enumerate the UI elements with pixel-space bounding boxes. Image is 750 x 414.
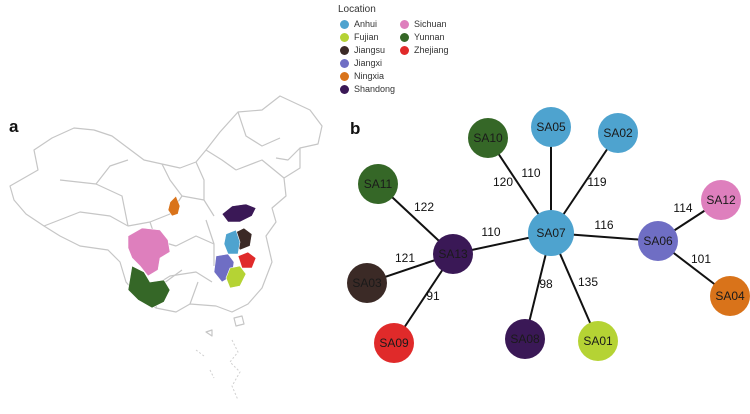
node-sa06 <box>638 221 678 261</box>
province-ningxia <box>167 195 181 217</box>
legend-swatch <box>340 58 349 68</box>
edge-label: 110 <box>481 225 500 239</box>
legend-swatch <box>340 71 349 81</box>
node-label: SA02 <box>603 126 633 140</box>
node-label: SA06 <box>643 234 673 248</box>
legend-entry-fujian: Fujian <box>340 32 379 42</box>
node-label: SA09 <box>379 336 409 350</box>
legend-entry-sichuan: Sichuan <box>400 19 447 29</box>
edge-label: 120 <box>493 175 513 189</box>
node-sa13 <box>433 234 473 274</box>
node-label: SA07 <box>536 226 566 240</box>
province-sichuan <box>127 227 171 277</box>
legend-entry-jiangsu: Jiangsu <box>340 45 385 55</box>
legend-entry-jiangxi: Jiangxi <box>340 58 382 68</box>
legend-entry-shandong: Shandong <box>340 84 395 94</box>
node-label: SA05 <box>536 120 566 134</box>
edge-label: 98 <box>539 277 553 291</box>
legend-label: Fujian <box>354 32 379 42</box>
node-sa11 <box>358 164 398 204</box>
node-sa02 <box>598 113 638 153</box>
node-sa07 <box>528 210 574 256</box>
edge-label: 91 <box>426 289 440 303</box>
legend-label: Yunnan <box>414 32 445 42</box>
panel-label-b: b <box>350 119 361 138</box>
node-label: SA10 <box>473 131 503 145</box>
legend-label: Shandong <box>354 84 396 94</box>
node-sa03 <box>347 263 387 303</box>
province-fujian <box>225 265 247 289</box>
legend-swatch <box>400 19 409 29</box>
legend-swatch <box>340 84 349 94</box>
legend-swatch <box>400 45 409 55</box>
node-sa12 <box>701 180 741 220</box>
node-sa10 <box>468 118 508 158</box>
legend-label: Ningxia <box>354 71 385 81</box>
legend-swatch <box>340 19 349 29</box>
node-sa04 <box>710 276 750 316</box>
province-anhui <box>223 229 241 255</box>
legend-entry-zhejiang: Zhejiang <box>400 45 449 55</box>
legend-swatch <box>340 32 349 42</box>
legend-entry-anhui: Anhui <box>340 19 377 29</box>
node-sa05 <box>531 107 571 147</box>
legend-label: Anhui <box>354 19 378 29</box>
panel-label-a: a <box>9 117 19 136</box>
edge-label: 114 <box>673 201 692 215</box>
edge-label: 119 <box>587 175 606 189</box>
legend-label: Zhejiang <box>414 45 449 55</box>
node-sa01 <box>578 321 618 361</box>
node-label: SA11 <box>364 177 393 191</box>
edge-label: 101 <box>691 252 711 266</box>
legend-entry-ningxia: Ningxia <box>340 71 384 81</box>
legend-title: Location <box>338 4 376 15</box>
legend-label: Jiangsu <box>354 45 386 55</box>
legend-entry-yunnan: Yunnan <box>400 32 445 42</box>
node-label: SA08 <box>510 332 540 346</box>
node-label: SA04 <box>715 289 745 303</box>
legend-swatch <box>400 32 409 42</box>
province-yunnan <box>127 265 171 309</box>
edge-label: 110 <box>521 166 540 180</box>
province-zhejiang <box>237 251 257 269</box>
legend-swatch <box>340 45 349 55</box>
edge-label: 135 <box>578 275 598 289</box>
edge-label: 116 <box>594 218 613 232</box>
node-label: SA01 <box>583 334 613 348</box>
province-shandong <box>221 203 257 223</box>
node-sa08 <box>505 319 545 359</box>
node-label: SA03 <box>352 276 382 290</box>
node-sa09 <box>374 323 414 363</box>
node-label: SA12 <box>706 193 736 207</box>
edge-label: 121 <box>395 251 415 265</box>
node-label: SA13 <box>438 247 468 261</box>
edge-label: 122 <box>414 200 434 214</box>
legend-label: Jiangxi <box>354 58 383 68</box>
legend-label: Sichuan <box>414 19 447 29</box>
